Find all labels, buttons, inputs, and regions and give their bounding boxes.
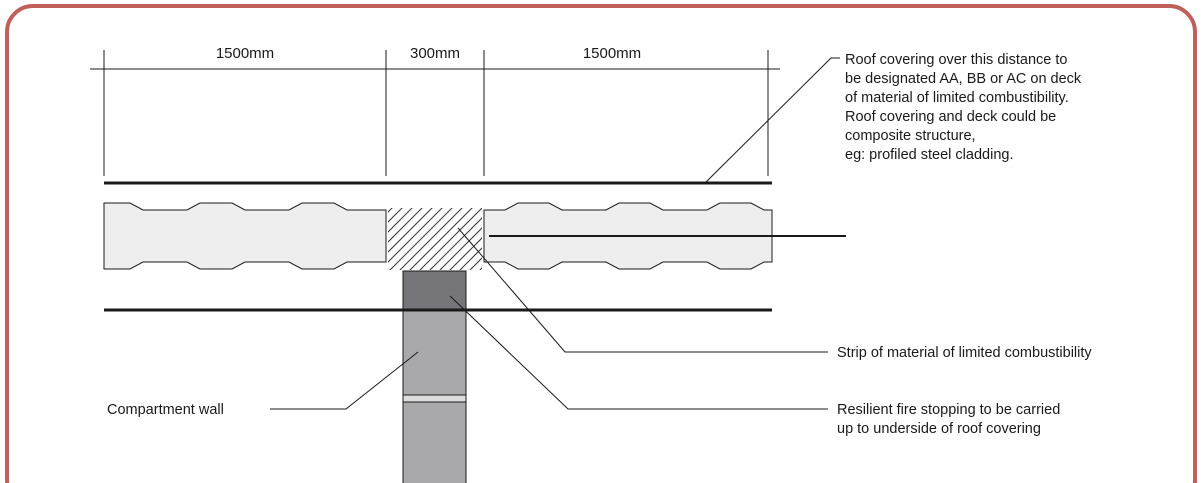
note-roof-covering-line-2: be designated AA, BB or AC on deck: [845, 71, 1082, 87]
note-roof-covering: Roof covering over this distance to be d…: [845, 52, 1085, 163]
note-fire-stopping-line-2: up to underside of roof covering: [837, 421, 1041, 437]
leader-fire-stopping: [449, 295, 828, 410]
leader-roof-covering: [704, 57, 840, 184]
insulation-panel-left: [103, 202, 387, 270]
note-roof-covering-line-5: composite structure,: [845, 128, 976, 144]
note-fire-stopping: Resilient fire stopping to be carried up…: [837, 402, 1064, 437]
note-compartment-wall: Compartment wall: [107, 402, 224, 418]
wall-joint: [402, 394, 467, 403]
fire-stopping-block: [402, 270, 467, 312]
dimension-label-left: 1500mm: [216, 45, 274, 62]
leader-compartment-wall: [270, 351, 419, 410]
note-fire-stopping-line-1: Resilient fire stopping to be carried: [837, 402, 1060, 418]
leader-strip: [457, 227, 828, 353]
note-roof-covering-line-4: Roof covering and deck could be: [845, 109, 1056, 125]
note-roof-covering-line-1: Roof covering over this distance to: [845, 52, 1067, 68]
dimension-lines: [90, 50, 780, 176]
note-strip: Strip of material of limited combustibil…: [837, 345, 1092, 361]
diagram-frame: [5, 4, 1197, 483]
note-roof-covering-line-6: eg: profiled steel cladding.: [845, 147, 1013, 163]
dimension-label-middle: 300mm: [410, 45, 460, 62]
dimension-label-right: 1500mm: [583, 45, 641, 62]
limited-combustibility-strip: [388, 208, 482, 270]
note-roof-covering-line-3: of material of limited combustibility.: [845, 90, 1069, 106]
